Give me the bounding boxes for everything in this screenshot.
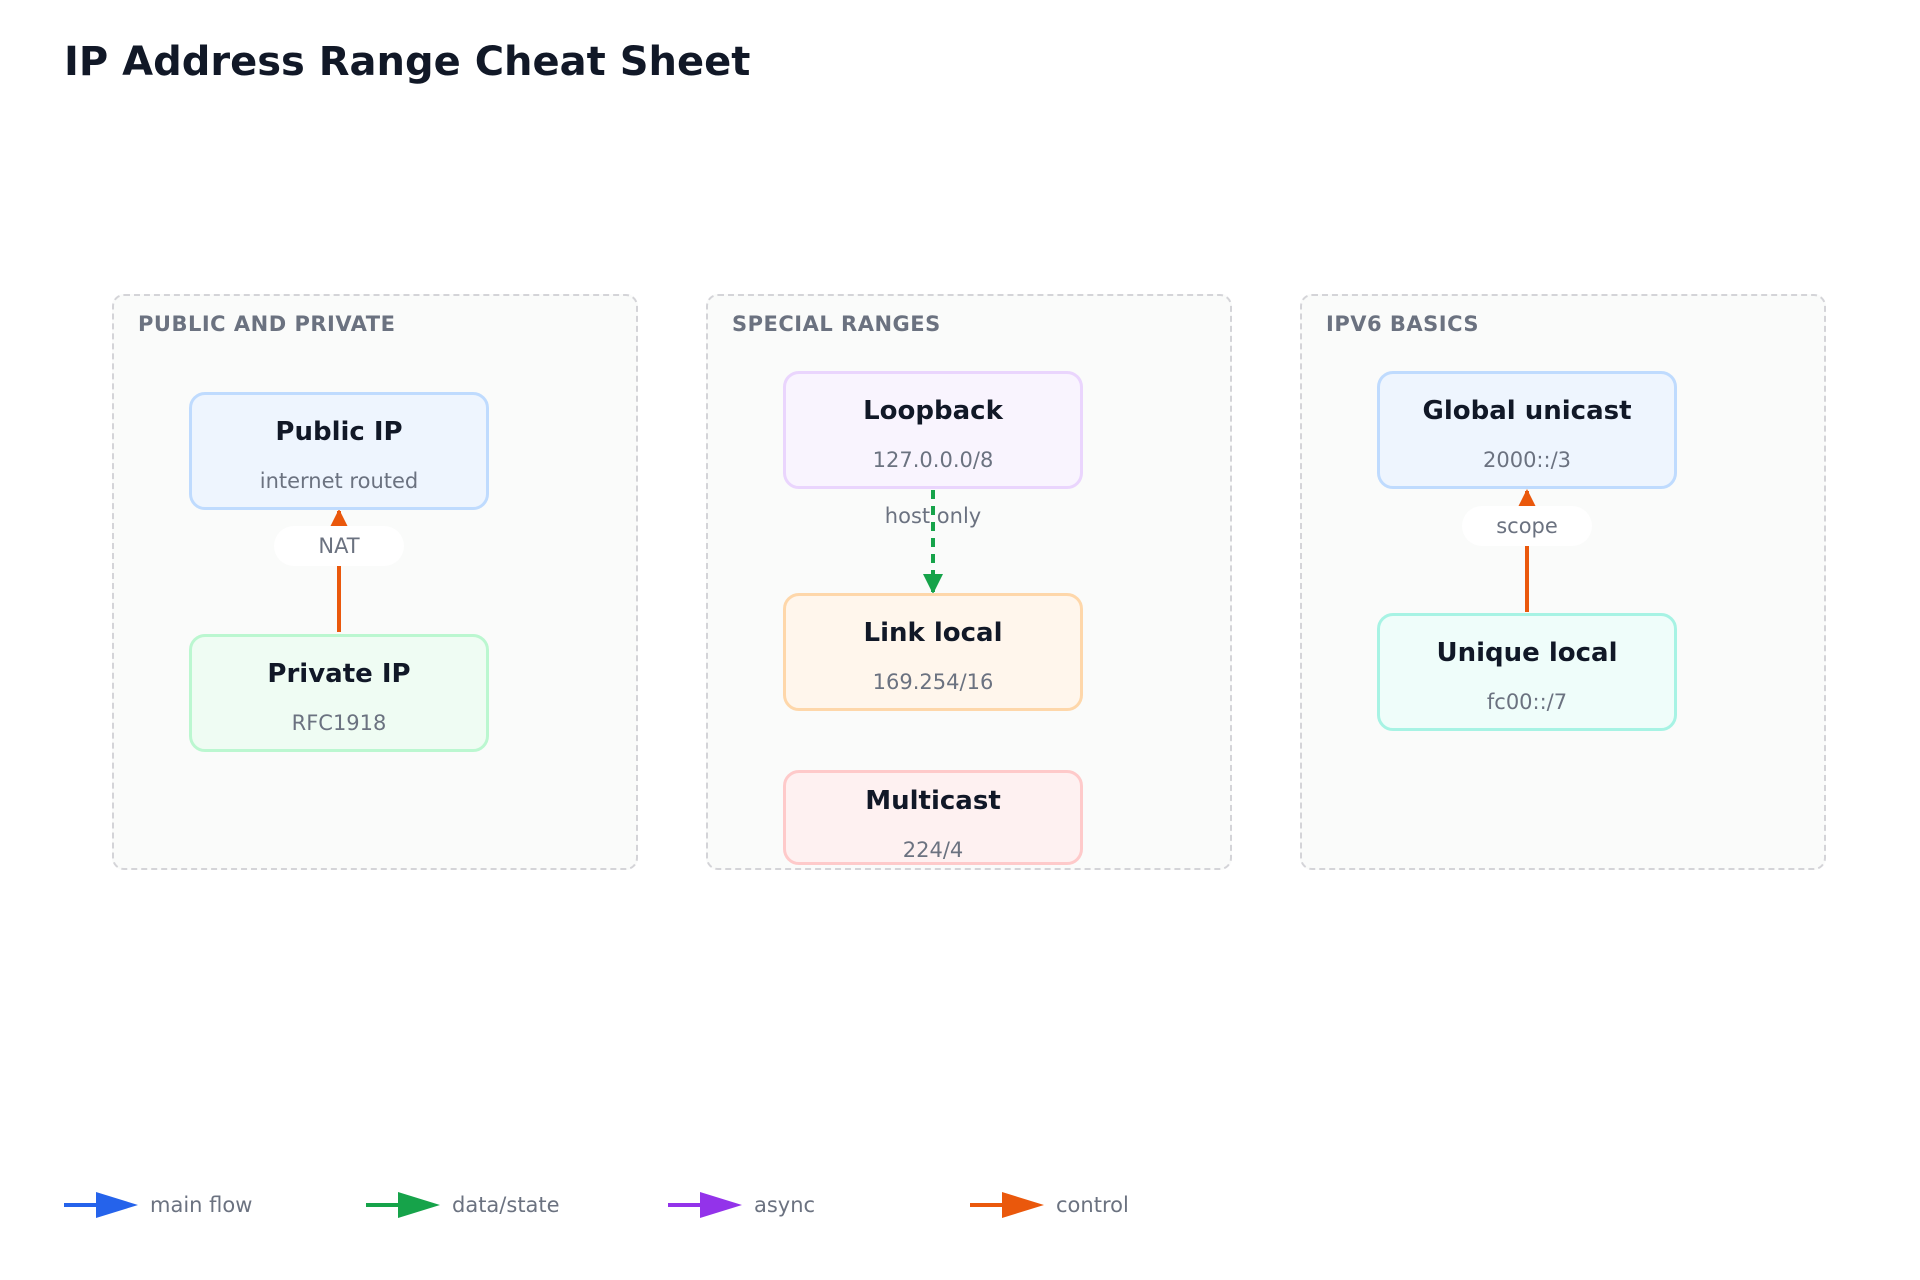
page-title: IP Address Range Cheat Sheet	[64, 39, 751, 85]
legend-arrow-icon	[366, 1192, 440, 1218]
legend-item-data-state: data/state	[366, 1188, 560, 1222]
node-title: Unique local	[1436, 638, 1618, 668]
node-title: Loopback	[863, 396, 1003, 426]
node-title: Private IP	[267, 659, 411, 689]
legend-label: main flow	[150, 1193, 253, 1217]
node-global-unicast: Global unicast 2000::/3	[1377, 371, 1677, 489]
group-label: SPECIAL RANGES	[732, 312, 941, 336]
legend-item-control: control	[970, 1188, 1129, 1222]
node-private-ip: Private IP RFC1918	[189, 634, 489, 752]
group-public-private: PUBLIC AND PRIVATE	[112, 294, 638, 870]
legend-label: async	[754, 1193, 816, 1217]
node-loopback: Loopback 127.0.0.0/8	[783, 371, 1083, 489]
node-title: Link local	[863, 618, 1003, 648]
node-subtitle: 169.254/16	[872, 670, 994, 694]
node-subtitle: 224/4	[902, 838, 964, 862]
node-subtitle: 127.0.0.0/8	[872, 448, 994, 472]
legend-arrow-icon	[668, 1192, 742, 1218]
legend-label: data/state	[452, 1193, 560, 1217]
legend-item-main-flow: main flow	[64, 1188, 252, 1222]
node-title: Global unicast	[1422, 396, 1632, 426]
node-title: Public IP	[275, 417, 403, 447]
legend-arrow-icon	[64, 1192, 138, 1218]
group-label: IPV6 BASICS	[1326, 312, 1480, 336]
node-public-ip: Public IP internet routed	[189, 392, 489, 510]
node-multicast: Multicast 224/4	[783, 770, 1083, 865]
node-title: Multicast	[865, 786, 1001, 816]
node-subtitle: fc00::/7	[1486, 690, 1568, 714]
node-link-local: Link local 169.254/16	[783, 593, 1083, 711]
edge-label-scope: scope	[1462, 506, 1592, 546]
node-subtitle: 2000::/3	[1482, 448, 1572, 472]
legend-item-async: async	[668, 1188, 815, 1222]
legend-label: control	[1056, 1193, 1129, 1217]
edge-label-host-only: host only	[884, 504, 982, 528]
group-label: PUBLIC AND PRIVATE	[138, 312, 396, 336]
node-subtitle: RFC1918	[291, 711, 387, 735]
node-unique-local: Unique local fc00::/7	[1377, 613, 1677, 731]
node-subtitle: internet routed	[259, 469, 419, 493]
edge-label-nat: NAT	[274, 526, 404, 566]
legend-arrow-icon	[970, 1192, 1044, 1218]
